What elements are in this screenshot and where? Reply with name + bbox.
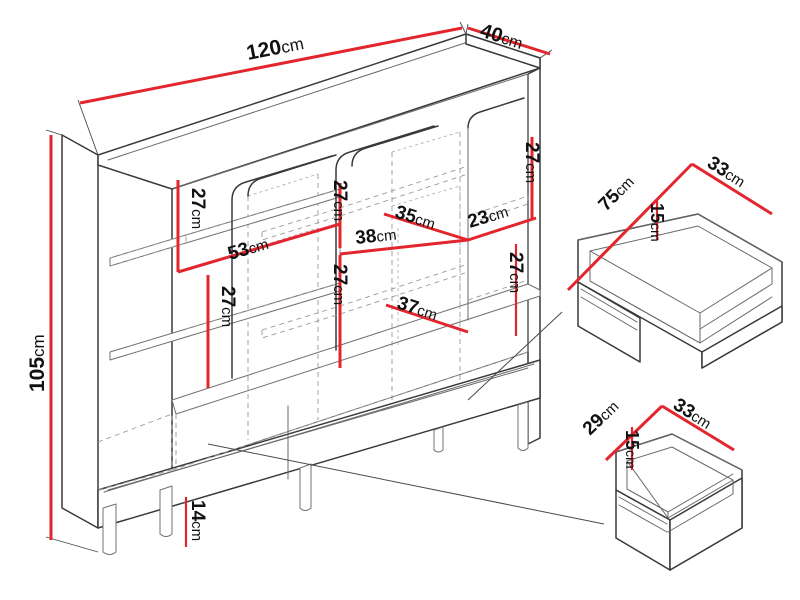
partition-depth-dash-2	[391, 131, 461, 153]
label-105cm: 105cm	[26, 334, 49, 392]
ext-line-40-start	[465, 23, 469, 35]
dimension-leg-14: 14cm	[184, 497, 208, 547]
dimension-width-120: 120cm	[77, 21, 467, 156]
bottom-compartment-hidden-3	[97, 413, 173, 443]
middle-shelf-lower-back	[261, 271, 469, 339]
small-drawer-group: 29cm 33cm 15cm	[579, 394, 743, 571]
leg-middle	[299, 463, 312, 511]
label-right-lower-27cm: 27cm	[505, 252, 526, 293]
door-center-panel-edge-2	[351, 125, 439, 167]
label-14cm: 14cm	[187, 500, 208, 541]
leader-to-small-drawer	[207, 443, 605, 525]
label-left-lower-27cm: 27cm	[217, 286, 238, 327]
middle-shelf-upper	[261, 165, 469, 233]
large-drawer-front-groove-2	[580, 296, 638, 331]
dimension-shelf-53: 53cm	[177, 222, 341, 274]
large-drawer-front-groove-1	[580, 288, 638, 323]
dim-line-drawer-large-33	[691, 162, 773, 216]
cabinet-back-left-panel	[61, 134, 99, 529]
leg-right-outer	[517, 401, 529, 451]
dim-line-38	[339, 238, 469, 256]
dim-line-drawer-small-29	[604, 404, 664, 462]
small-drawer-top-rim-outer	[615, 433, 743, 471]
bottom-shelf-front-line	[107, 367, 529, 491]
dim-line-40	[467, 26, 551, 56]
label-drawer-small-15cm: 15cm	[622, 430, 642, 469]
dim-line-drawer-large-75	[566, 162, 694, 292]
door-center-panel-edge	[335, 125, 435, 351]
large-drawer-top-rim-outer	[577, 213, 783, 263]
dim-line-120	[79, 26, 463, 105]
dimension-shelf-35: 35cm	[383, 202, 469, 242]
partition-depth-dash-1	[247, 173, 319, 197]
cabinet-bottom-base	[97, 359, 541, 529]
small-drawer-interior-right-wall	[667, 479, 734, 533]
label-23cm: 23cm	[465, 201, 510, 233]
small-drawer-front-groove-1	[618, 496, 668, 525]
label-mid-lower-27cm: 27cm	[329, 264, 350, 305]
dimension-shelf-23: 23cm	[465, 201, 537, 242]
door-middle-panel-edge	[247, 154, 337, 197]
large-drawer-interior-right	[699, 267, 773, 330]
door-right-panel-edge	[467, 97, 525, 129]
leader-to-large-drawer	[467, 311, 563, 401]
label-drawer-large-75cm: 75cm	[595, 171, 639, 215]
dimension-height-105: 105cm	[26, 129, 99, 553]
ext-line-120-left	[77, 99, 99, 156]
label-left-upper-27cm: 27cm	[187, 188, 208, 229]
dimension-mid-lower-27: 27cm	[329, 255, 350, 368]
small-drawer-interior-floor	[626, 473, 734, 513]
dim-line-37	[385, 303, 469, 334]
left-shelf-upper-hidden-back	[109, 234, 187, 267]
leg-right-inner	[433, 426, 444, 453]
ext-line-105-bottom	[45, 536, 99, 553]
label-drawer-small-29cm: 29cm	[579, 396, 623, 440]
dimension-left-upper-27: 27cm	[176, 180, 208, 272]
door-left-panel-edge	[231, 155, 333, 379]
right-shelf-2	[467, 279, 529, 301]
ext-line-105-top	[45, 129, 63, 136]
dimension-mid-upper-27: 27cm	[329, 180, 350, 248]
dimension-shelf-38: 38cm	[339, 224, 469, 256]
label-35cm: 35cm	[392, 202, 438, 234]
small-drawer-right-side	[669, 477, 743, 571]
cabinet-lower-shelf-top	[171, 283, 541, 415]
dim-line-drawer-small-33	[661, 404, 735, 452]
right-shelf	[467, 195, 529, 225]
dim-line-23	[467, 216, 537, 242]
dimension-left-lower-27: 27cm	[206, 275, 238, 388]
leader-lines-group	[207, 311, 605, 525]
dimension-right-top-27: 27cm	[521, 137, 542, 218]
dim-line-35	[383, 212, 469, 242]
label-mid-upper-27cm: 27cm	[329, 180, 350, 221]
large-drawer-right-side	[701, 305, 783, 369]
label-drawer-large-15cm: 15cm	[647, 203, 667, 242]
dimension-right-lower-27: 27cm	[505, 244, 526, 336]
large-drawer-group: 75cm 33cm 15cm	[566, 152, 783, 369]
main-cabinet-group	[61, 33, 541, 555]
small-drawer-front-groove-2	[618, 504, 668, 533]
dim-line-53	[177, 222, 341, 274]
left-shelf-upper	[109, 188, 341, 267]
middle-shelf-upper-back	[261, 173, 469, 241]
large-drawer-front-face	[577, 281, 641, 363]
ext-line-120-right	[459, 21, 467, 35]
label-drawer-small-33cm: 33cm	[669, 394, 715, 433]
cabinet-inner-top-underside	[171, 73, 529, 190]
leg-front-left	[102, 503, 117, 555]
large-drawer-inner-floor	[589, 280, 773, 344]
leg-back-left	[159, 485, 173, 537]
label-38cm: 38cm	[354, 224, 397, 249]
label-right-top-27cm: 27cm	[521, 142, 542, 183]
